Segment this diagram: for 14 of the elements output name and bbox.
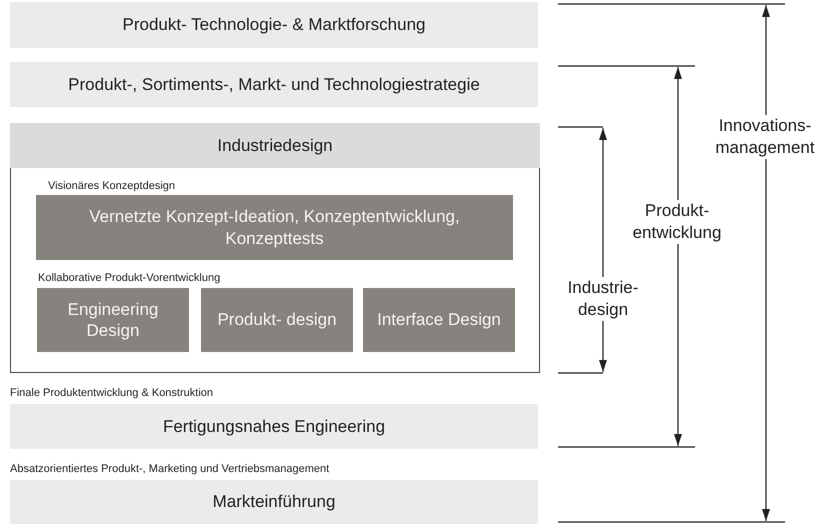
section-heading: Visionäres Konzeptdesign (48, 180, 175, 194)
process-box: Interface Design (363, 288, 515, 352)
panel-header: Industriedesign (10, 123, 540, 168)
section-heading: Absatzorientiertes Produkt-, Marketing und Vertriebsmanagement (10, 463, 330, 475)
phase-band: Produkt- Technologie- & Marktforschung (10, 2, 538, 48)
process-box: Produkt- design (201, 288, 353, 352)
process-box: Vernetzte Konzept-Ideation, Konzeptentwicklung, Konzepttests (36, 195, 513, 260)
phase-band: Markteinführung (10, 480, 538, 524)
industrial-design-panel (10, 123, 540, 373)
phase-band: Fertigungsnahes Engineering (10, 404, 538, 449)
phase-band: Produkt-, Sortiments-, Markt- und Technologiestrategie (10, 62, 538, 107)
section-heading: Finale Produktentwicklung & Konstruktion (10, 387, 213, 399)
process-box: Engineering Design (37, 288, 189, 352)
section-heading: Kollaborative Produkt-Vorentwicklung (38, 272, 220, 284)
